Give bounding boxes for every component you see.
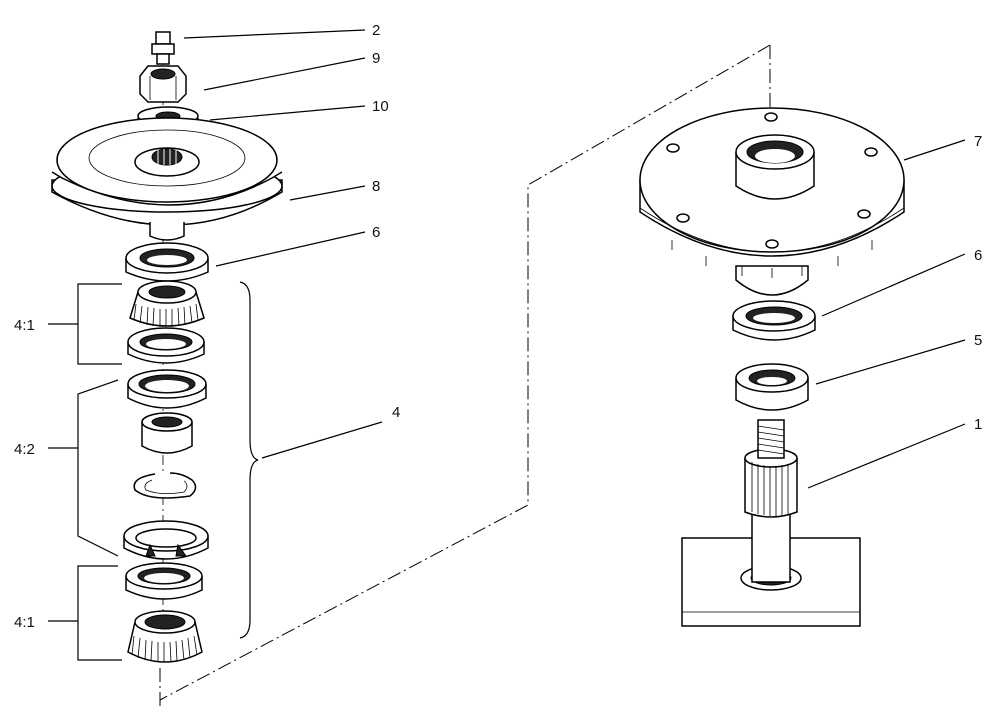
callout-8: 8 xyxy=(372,178,380,195)
callout-7: 7 xyxy=(974,133,982,150)
leader-1 xyxy=(807,423,966,489)
group-label-4-1-bottom: 4:1 xyxy=(14,614,35,631)
callout-6-left: 6 xyxy=(372,224,380,241)
leader-6-right xyxy=(821,253,966,317)
hex-nut xyxy=(139,65,187,103)
bearing-cup-bottom xyxy=(125,562,203,600)
leader-5 xyxy=(815,339,966,385)
bearing-cup-middle xyxy=(127,369,207,409)
callout-9: 9 xyxy=(372,50,380,67)
callout-1: 1 xyxy=(974,416,982,433)
bearing-cup-lower xyxy=(123,520,209,560)
seal-left xyxy=(125,242,209,282)
callout-6-right: 6 xyxy=(974,247,982,264)
leader-9 xyxy=(203,57,366,91)
leader-4 xyxy=(261,421,383,459)
callout-10: 10 xyxy=(372,98,389,115)
inner-race xyxy=(141,412,193,454)
bearing-cone-bottom xyxy=(127,610,203,663)
bracket-4-1-top xyxy=(77,283,122,365)
bearing-spacer xyxy=(735,363,809,411)
leader-2 xyxy=(183,29,366,39)
bearing-cone-top xyxy=(129,280,205,327)
left-assembly xyxy=(48,29,383,663)
assembly-connector-line xyxy=(159,44,771,701)
brace-4 xyxy=(239,281,259,639)
callout-4: 4 xyxy=(392,404,400,421)
spindle-shaft xyxy=(681,419,861,627)
snap-ring xyxy=(133,472,197,499)
spindle-housing xyxy=(639,107,905,296)
bracket-4-2 xyxy=(77,379,119,557)
leader-10 xyxy=(209,105,366,121)
bearing-cup-top xyxy=(127,327,205,364)
group-label-4-2: 4:2 xyxy=(14,441,35,458)
leader-8 xyxy=(289,185,366,201)
bracket-4-1-bottom xyxy=(77,565,122,661)
group-label-4-1-top: 4:1 xyxy=(14,317,35,334)
pulley xyxy=(51,117,283,241)
grease-fitting xyxy=(151,31,175,65)
leader-6-left xyxy=(215,231,366,267)
seal-right xyxy=(732,300,816,341)
leader-7 xyxy=(903,139,966,161)
callout-5: 5 xyxy=(974,332,982,349)
callout-2: 2 xyxy=(372,22,380,39)
right-assembly xyxy=(639,107,966,627)
